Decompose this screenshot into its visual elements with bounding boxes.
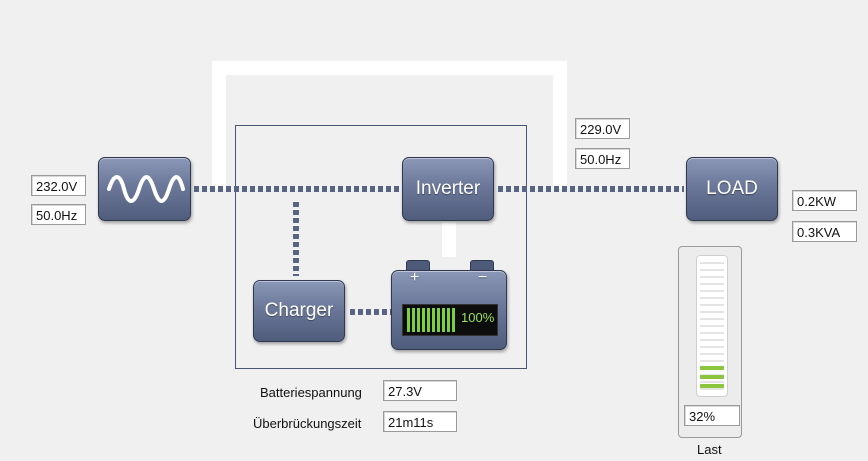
flow-line-charger: [293, 202, 299, 276]
battery-minus-sign: −: [478, 269, 488, 286]
load-meter-caption: Last: [697, 442, 722, 457]
battery-level-text: 100%: [461, 310, 495, 325]
battery-level-bars: [407, 308, 457, 332]
battery-level-display: 100%: [402, 304, 498, 336]
ac-source-button[interactable]: [98, 157, 191, 221]
input-voltage-field: 232.0V: [31, 175, 86, 196]
ups-frame: [235, 125, 527, 369]
flow-line-output: [498, 186, 684, 192]
input-frequency-field: 50.0Hz: [31, 204, 86, 225]
load-meter-track: [696, 255, 728, 397]
load-button[interactable]: LOAD: [686, 157, 778, 221]
output-voltage-field: 229.0V: [575, 118, 630, 139]
battery-plus-sign: +: [410, 269, 420, 286]
flow-line-input: [194, 186, 402, 192]
load-meter-fill: [700, 366, 724, 392]
battery-button[interactable]: + − 100%: [391, 269, 507, 350]
load-kw-field: 0.2KW: [792, 190, 857, 211]
flow-line-charger-battery: [350, 309, 392, 315]
inverter-battery-connector: [442, 222, 456, 257]
runtime-field: 21m11s: [383, 411, 457, 432]
battery-voltage-label: Batteriespannung: [260, 385, 362, 400]
inverter-button[interactable]: Inverter: [402, 157, 494, 221]
sine-wave-icon: [106, 175, 185, 203]
battery-voltage-field: 27.3V: [383, 380, 457, 401]
charger-button[interactable]: Charger: [253, 280, 345, 342]
bypass-line-left: [212, 61, 226, 189]
load-kva-field: 0.3KVA: [792, 221, 857, 242]
runtime-label: Überbrückungszeit: [253, 416, 362, 431]
load-meter-panel: 32%: [678, 246, 742, 438]
output-frequency-field: 50.0Hz: [575, 148, 630, 169]
bypass-line-top: [212, 61, 567, 75]
load-percent-field: 32%: [684, 405, 740, 426]
bypass-line-right: [553, 61, 567, 189]
